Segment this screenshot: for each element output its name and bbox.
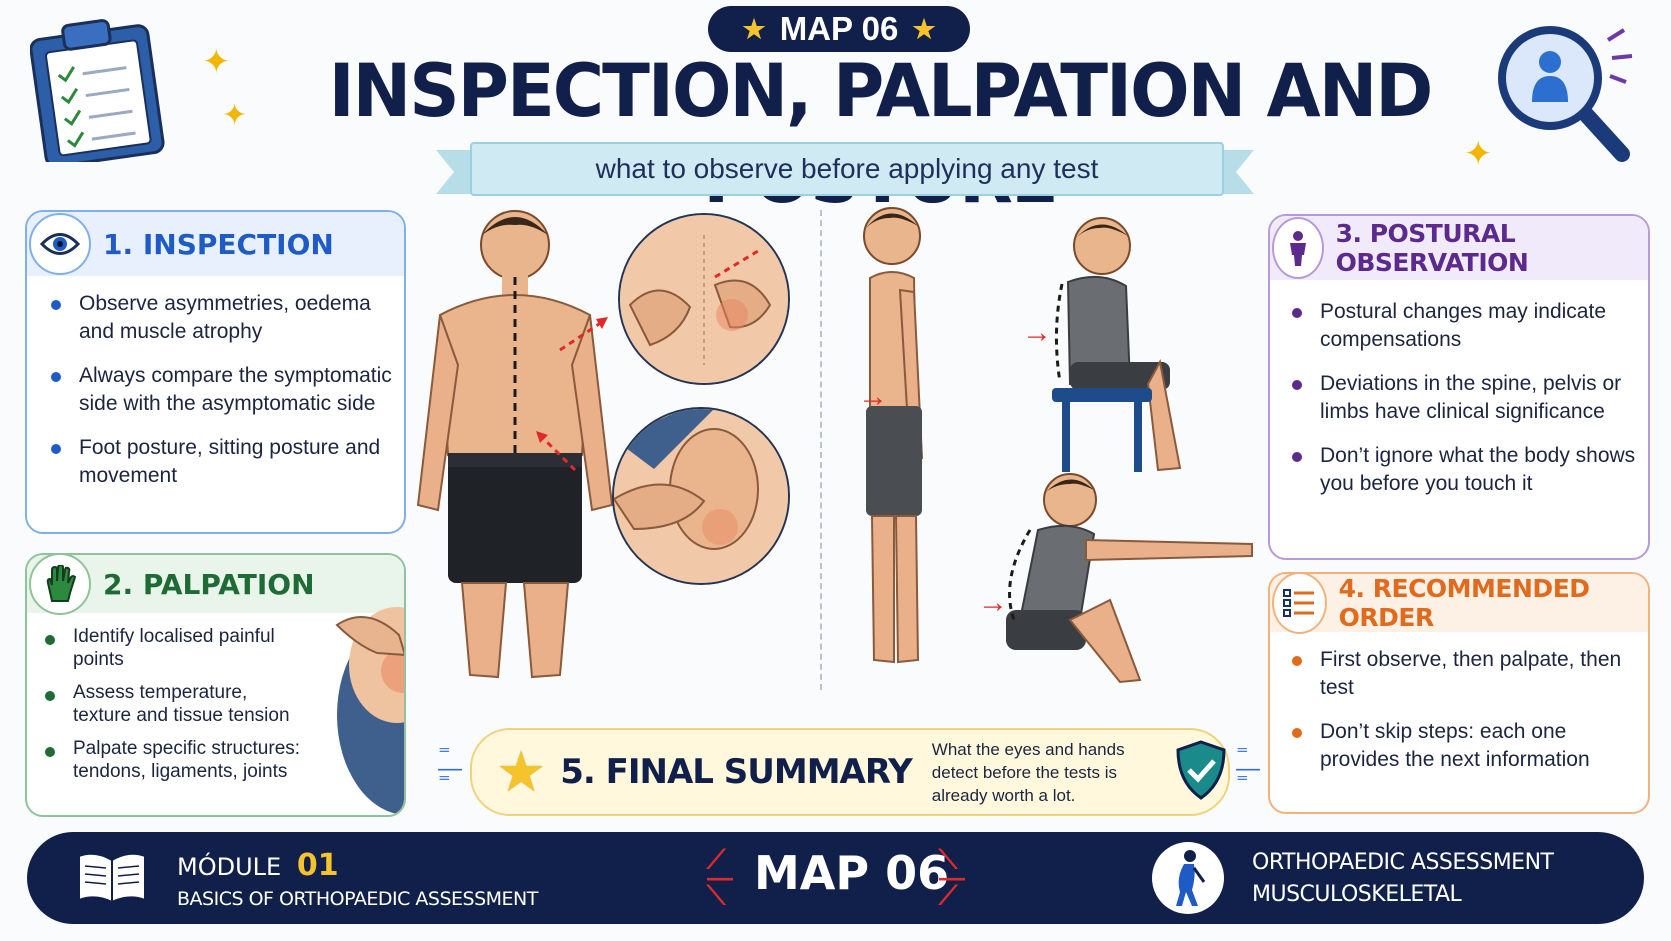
sitting-posture-figure (1030, 212, 1210, 482)
book-icon (75, 850, 149, 911)
order-header: 4. RECOMMENDED ORDER (1270, 572, 1648, 634)
list-item: Palpate specific structures: tendons, li… (33, 737, 304, 783)
postural-title: 3. POSTURAL OBSERVATION (1335, 219, 1529, 277)
recommended-order-card: 4. RECOMMENDED ORDER First observe, then… (1268, 572, 1650, 814)
module-line: MÓDULE 01 (177, 848, 339, 883)
palpation-list: Identify localised painful points Assess… (27, 613, 404, 783)
list-item: Deviations in the spine, pelvis or limbs… (1280, 370, 1640, 426)
footer-right-line1: ORTHOPAEDIC ASSESSMENT (1252, 850, 1554, 875)
red-arrow-icon: → (978, 586, 1008, 619)
inspection-title: 1. INSPECTION (103, 227, 334, 261)
person-icon (1272, 217, 1324, 279)
palpation-card: 2. PALPATION Identify localised painful … (25, 553, 406, 817)
list-item: Observe asymmetries, oedema and muscle a… (39, 290, 394, 346)
summary-text: What the eyes and hands detect before th… (931, 739, 1125, 805)
footer-bar: MÓDULE 01 BASICS OF ORTHOPAEDIC ASSESSME… (27, 832, 1644, 924)
list-icon (1272, 572, 1327, 634)
palpation-header: 2. PALPATION (27, 555, 404, 615)
list-item: First observe, then palpate, then test (1280, 646, 1640, 702)
inspection-card: 1. INSPECTION Observe asymmetries, oedem… (25, 210, 406, 534)
footer-burst-right: ⟍—⟋ (939, 844, 965, 910)
final-summary-banner: ★ 5. FINAL SUMMARY What the eyes and han… (470, 728, 1230, 816)
list-item: Don’t ignore what the body shows you bef… (1280, 442, 1640, 498)
footer-right-line2: MUSCULOSKELETAL (1252, 882, 1462, 907)
summary-burst-left: ⁼—⁼ (438, 741, 462, 796)
star-icon: ★ (912, 13, 936, 44)
module-number: 01 (296, 848, 339, 883)
red-arrow-icon: → (1022, 316, 1052, 349)
shoulder-palpation-bubble (618, 213, 790, 385)
module-label: MÓDULE (177, 853, 282, 881)
postural-observation-card: 3. POSTURAL OBSERVATION Postural changes… (1268, 214, 1650, 560)
list-item: Always compare the symptomatic side with… (39, 362, 394, 418)
inspection-list: Observe asymmetries, oedema and muscle a… (27, 276, 404, 490)
knee-palpation-bubble (612, 407, 790, 585)
order-title: 4. RECOMMENDED ORDER (1338, 574, 1590, 632)
clipboard-icon (29, 12, 170, 168)
sparkle-icon: ✦ (202, 43, 231, 81)
map-badge: ★ MAP 06 ★ (708, 6, 970, 52)
side-posture-figure (830, 200, 960, 685)
summary-title: 5. FINAL SUMMARY (560, 752, 913, 792)
sparkle-icon: ✦ (222, 99, 248, 132)
order-list: First observe, then palpate, then test D… (1270, 632, 1648, 774)
list-item: Identify localised painful points (33, 625, 304, 671)
subtitle-ribbon: what to observe before applying any test (470, 142, 1224, 196)
list-item: Don’t skip steps: each one provides the … (1280, 718, 1640, 774)
shoulder-palpation-illustration (327, 595, 404, 815)
sparkle-icon: ✦ (1464, 135, 1493, 173)
squat-posture-figure (990, 470, 1260, 710)
footer-map: MAP 06 (754, 846, 950, 900)
list-item: Postural changes may indicate compensati… (1280, 298, 1640, 354)
eye-icon (29, 213, 91, 275)
inspection-header: 1. INSPECTION (27, 212, 404, 276)
skeleton-icon (1152, 842, 1224, 914)
red-arrow-icon: → (858, 380, 888, 413)
star-icon: ★ (496, 740, 547, 803)
shield-check-icon (1174, 739, 1228, 805)
center-divider (820, 210, 822, 690)
star-icon: ★ (742, 13, 766, 44)
footer-burst-left: ⟋—⟍ (707, 844, 733, 910)
module-name: BASICS OF ORTHOPAEDIC ASSESSMENT (177, 888, 538, 910)
magnifier-icon (1490, 18, 1640, 168)
back-view-figure (410, 205, 620, 695)
list-item: Assess temperature, texture and tissue t… (33, 681, 304, 727)
map-badge-label: MAP 06 (779, 10, 899, 47)
summary-burst-right: ⁼—⁼ (1236, 741, 1260, 796)
palpation-title: 2. PALPATION (103, 567, 315, 601)
postural-list: Postural changes may indicate compensati… (1270, 280, 1648, 498)
list-item: Foot posture, sitting posture and moveme… (39, 434, 394, 490)
postural-header: 3. POSTURAL OBSERVATION (1270, 216, 1648, 280)
hand-icon (29, 555, 91, 615)
